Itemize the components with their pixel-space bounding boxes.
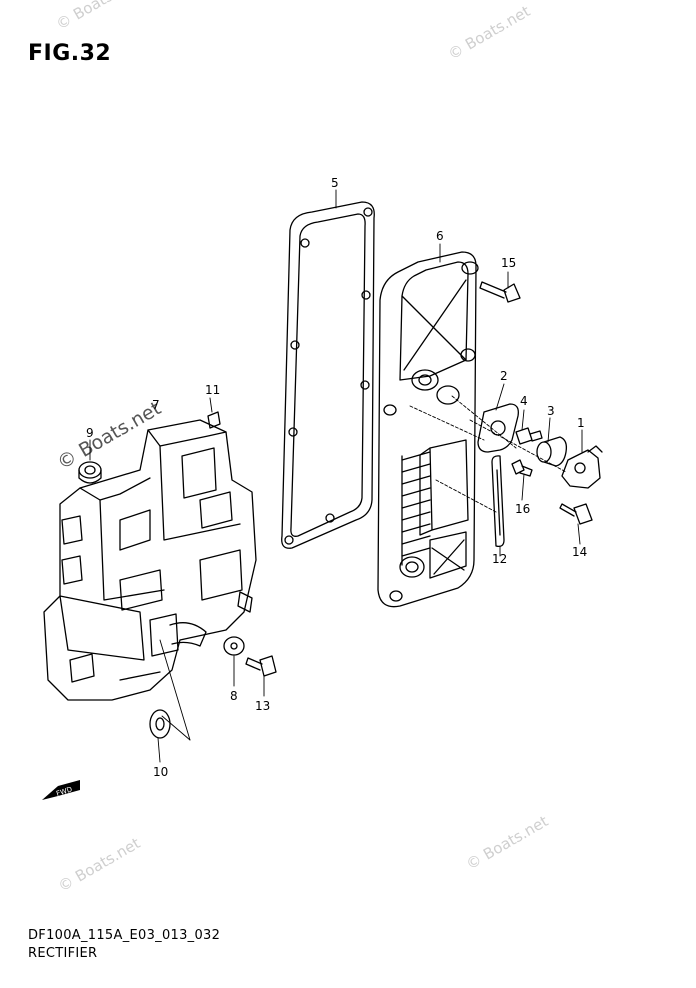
watermark-top-right: © Boats.net <box>445 2 533 63</box>
bolt-part-14 <box>559 503 593 525</box>
bolt-part-15 <box>479 281 521 303</box>
figure-code: DF100A_115A_E03_013_032 <box>28 928 221 943</box>
callout-6: 6 <box>436 229 444 243</box>
bolt-part-16 <box>511 459 533 477</box>
rectifier-part-6 <box>377 251 479 608</box>
washer-part-8 <box>223 636 245 656</box>
bolt-part-13 <box>245 655 277 677</box>
holder-part-1 <box>561 445 603 489</box>
callout-13: 13 <box>255 699 270 713</box>
watermarks: © Boats.net © Boats.net © Boats.net © Bo… <box>53 0 551 895</box>
callout-15: 15 <box>501 256 516 270</box>
callout-3: 3 <box>547 404 555 418</box>
grommet-part-10 <box>149 709 171 739</box>
watermark-top-left: © Boats.net <box>53 0 141 33</box>
callout-12: 12 <box>492 552 507 566</box>
bracket-part-7 <box>43 419 257 701</box>
callout-5: 5 <box>331 176 339 190</box>
clip-part-11 <box>207 411 221 429</box>
watermark-bottom-right: © Boats.net <box>463 812 551 873</box>
callout-labels: 1 2 3 4 5 6 7 8 9 10 11 12 13 14 15 16 <box>86 176 587 779</box>
callout-11: 11 <box>205 383 220 397</box>
gasket-part-5 <box>281 201 375 549</box>
callout-4: 4 <box>520 394 528 408</box>
watermark-bottom-left: © Boats.net <box>55 834 143 895</box>
strap-part-12 <box>491 455 505 548</box>
figure-title: FIG.32 <box>28 41 112 66</box>
callout-10: 10 <box>153 765 168 779</box>
callout-8: 8 <box>230 689 238 703</box>
watermark-center: © Boats.net <box>54 397 165 474</box>
callout-9: 9 <box>86 426 94 440</box>
fwd-arrow: FWD <box>42 780 80 800</box>
bolt-part-4 <box>515 427 543 445</box>
leader-lines <box>89 189 583 763</box>
callout-7: 7 <box>152 398 160 412</box>
grommet-part-9 <box>78 461 102 484</box>
spacer-part-3 <box>536 436 568 467</box>
callout-2: 2 <box>500 369 508 383</box>
callout-16: 16 <box>515 502 530 516</box>
callout-14: 14 <box>572 545 587 559</box>
figure-name: RECTIFIER <box>28 946 98 961</box>
callout-1: 1 <box>577 416 585 430</box>
